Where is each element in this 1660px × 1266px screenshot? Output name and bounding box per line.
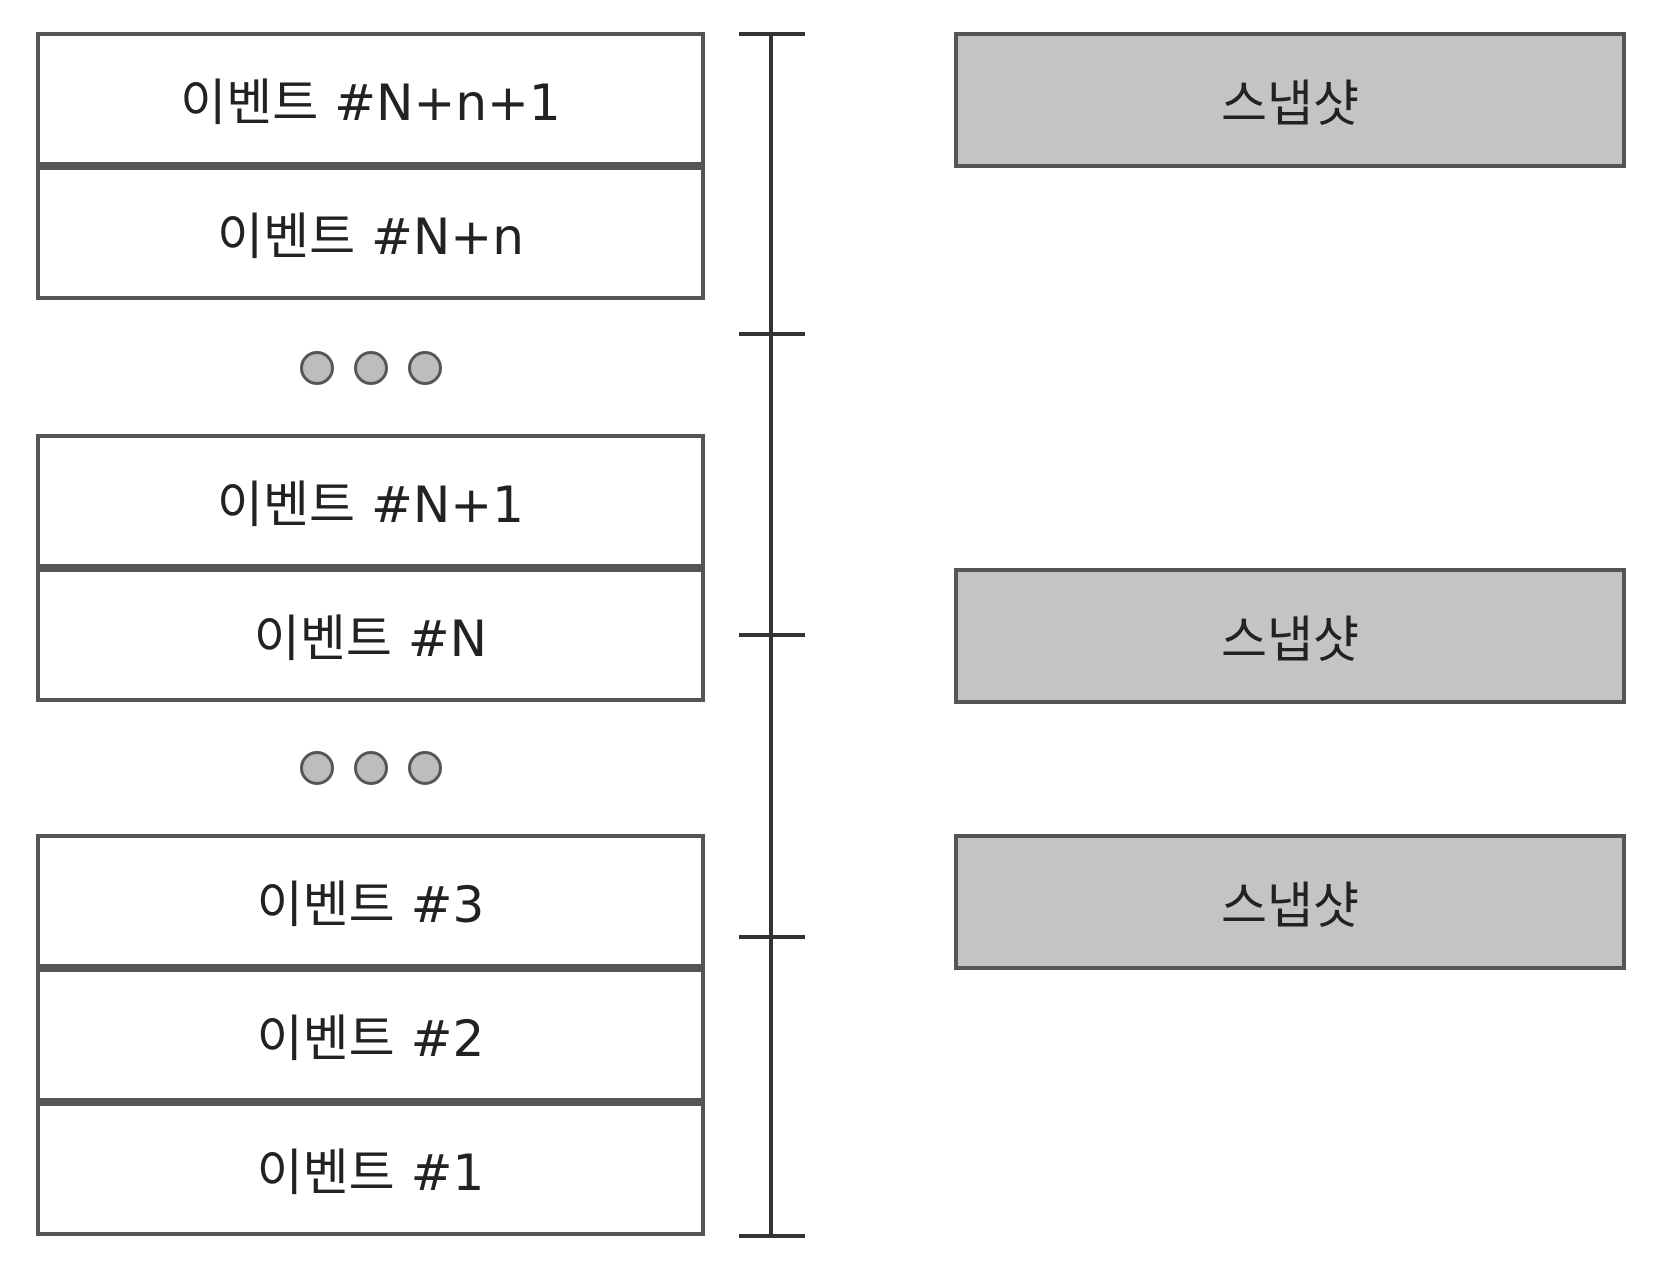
ellipsis-dot — [408, 751, 442, 785]
event-box-n-plus-n: 이벤트 #N+n — [36, 166, 705, 300]
ellipsis-dot — [300, 351, 334, 385]
event-box-3: 이벤트 #3 — [36, 834, 705, 968]
snapshot-box-top: 스냅샷 — [954, 32, 1626, 168]
event-box-1: 이벤트 #1 — [36, 1102, 705, 1236]
event-box-2: 이벤트 #2 — [36, 968, 705, 1102]
timeline-tick-top — [739, 32, 805, 36]
timeline-tick — [739, 935, 805, 939]
snapshot-box-middle: 스냅샷 — [954, 568, 1626, 704]
snapshot-box-bottom: 스냅샷 — [954, 834, 1626, 970]
event-box-n-plus-1: 이벤트 #N+1 — [36, 434, 705, 568]
event-box-n: 이벤트 #N — [36, 568, 705, 702]
timeline-tick — [739, 633, 805, 637]
timeline-tick — [739, 332, 805, 336]
ellipsis-dots-upper — [300, 348, 442, 388]
event-box-n-plus-n-plus-1: 이벤트 #N+n+1 — [36, 32, 705, 166]
ellipsis-dot — [300, 751, 334, 785]
timeline-tick-bottom — [739, 1234, 805, 1238]
ellipsis-dot — [354, 751, 388, 785]
ellipsis-dot — [408, 351, 442, 385]
ellipsis-dots-lower — [300, 748, 442, 788]
ellipsis-dot — [354, 351, 388, 385]
